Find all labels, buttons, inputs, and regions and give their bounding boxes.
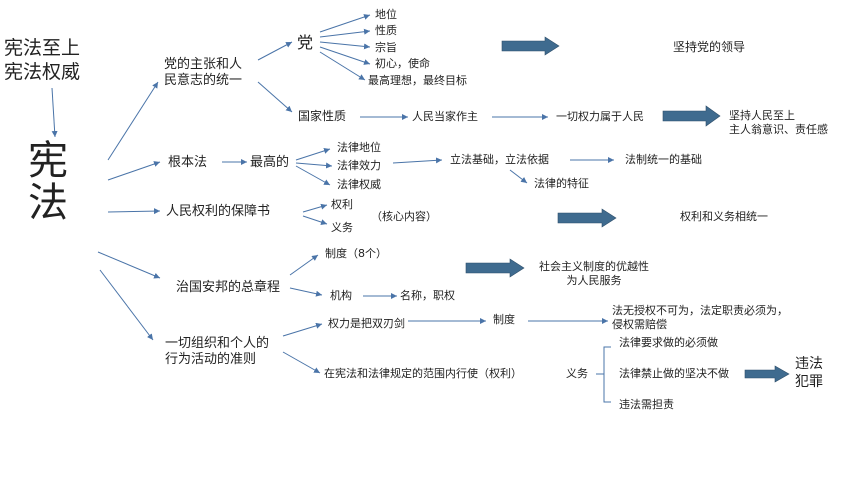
people-supreme: 坚持人民至上 主人翁意识、责任感 xyxy=(729,109,828,136)
system-count: 制度（8个） xyxy=(325,247,387,260)
duty-item: 违法需担责 xyxy=(619,398,674,411)
agency-label: 机构 xyxy=(330,289,352,302)
branch1-label: 党的主张和人 民意志的统一 xyxy=(164,57,243,89)
law-item: 法律权威 xyxy=(337,178,381,191)
duty-label: 义务 xyxy=(566,367,588,380)
party-item: 地位 xyxy=(375,8,397,21)
core-content: （核心内容） xyxy=(371,210,437,223)
power-people: 一切权力属于人民 xyxy=(556,110,644,123)
branch5-label: 一切组织和个人的 行为活动的准则 xyxy=(165,336,270,368)
duties-label: 义务 xyxy=(331,221,353,234)
duty-item: 法律要求做的必须做 xyxy=(619,336,718,349)
block-arrow-party xyxy=(501,36,560,56)
legal-unity: 法制统一的基础 xyxy=(625,153,702,166)
block-arrow-rights xyxy=(557,208,617,228)
law-item: 法律效力 xyxy=(337,159,381,172)
branch3-label: 人民权利的保障书 xyxy=(166,204,271,219)
national-nature: 国家性质 xyxy=(298,109,347,123)
party-label: 党 xyxy=(297,33,314,52)
root-title: 宪法至上 宪法权威 xyxy=(4,37,81,83)
party-item: 性质 xyxy=(375,24,397,37)
no-authority-rule: 法无授权不可为，法定职责必须为， 侵权需赔偿 xyxy=(612,304,788,331)
party-item: 宗旨 xyxy=(375,41,397,54)
party-conclusion: 坚持党的领导 xyxy=(673,40,746,54)
power-double-edged: 权力是把双刃剑 xyxy=(328,317,405,330)
party-item: 初心，使命 xyxy=(375,57,430,70)
main-topic: 宪 法 xyxy=(28,138,68,226)
name-powers: 名称，职权 xyxy=(400,289,455,302)
rights-duties-unity: 权利和义务相统一 xyxy=(680,210,768,223)
highest-label: 最高的 xyxy=(250,155,290,170)
violation-crime: 违法 犯罪 xyxy=(795,356,823,390)
law-item: 法律地位 xyxy=(337,141,381,154)
legislative-basis: 立法基础，立法依据 xyxy=(450,153,549,166)
party-item: 最高理想，最终目标 xyxy=(368,74,467,87)
exercise-within-law: 在宪法和法律规定的范围内行使（权利） xyxy=(324,367,522,380)
block-arrow-people xyxy=(662,105,721,127)
people-master: 人民当家作主 xyxy=(412,110,478,123)
block-arrow-system xyxy=(465,258,525,278)
law-feature: 法律的特征 xyxy=(534,177,589,190)
rights-label: 权利 xyxy=(331,198,353,211)
block-arrow-violation xyxy=(744,365,790,383)
branch2-label: 根本法 xyxy=(168,155,208,170)
duty-item: 法律禁止做的坚决不做 xyxy=(619,367,729,380)
system-label: 制度 xyxy=(493,313,515,326)
branch4-label: 治国安邦的总章程 xyxy=(176,280,281,295)
socialism-superiority: 社会主义制度的优越性 为人民服务 xyxy=(539,260,649,287)
